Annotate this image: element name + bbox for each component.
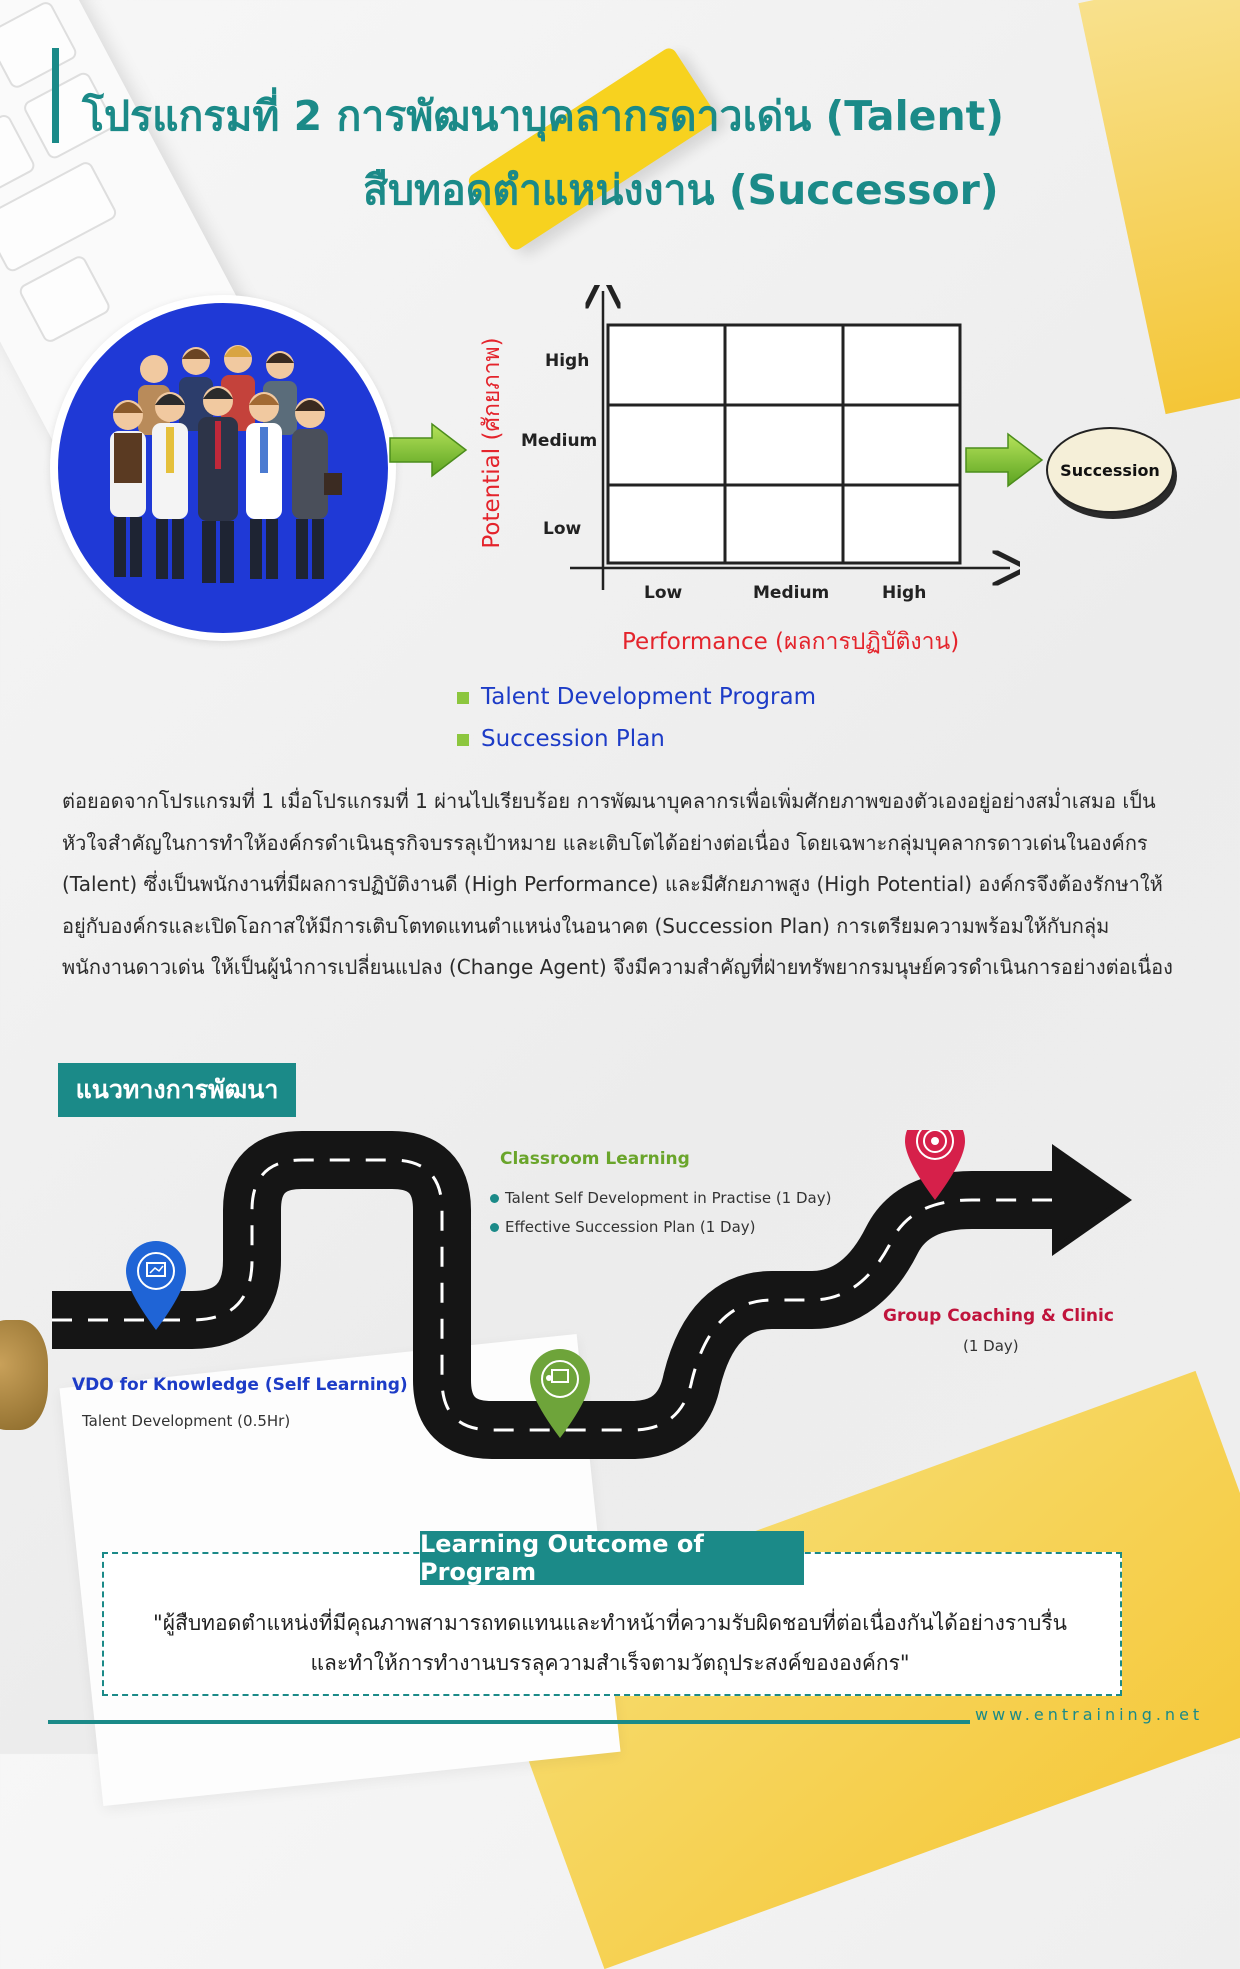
- outcome-quote-line2: และทำให้การทำงานบรรลุความสำเร็จตามวัตถุป…: [310, 1651, 910, 1675]
- green-arrow-icon-2: [965, 432, 1044, 488]
- footer-divider: [48, 1720, 970, 1724]
- program-item: Succession Plan: [457, 726, 665, 752]
- teacher-board-icon: [530, 1349, 590, 1438]
- footer-url[interactable]: www.entraining.net: [975, 1705, 1204, 1724]
- x-level-medium: Medium: [753, 583, 830, 603]
- x-axis-label: Performance (ผลการปฏิบัติงาน): [622, 629, 960, 655]
- outcome-heading: Learning Outcome of Program: [420, 1530, 804, 1586]
- x-level-low: Low: [644, 583, 683, 603]
- step3-title: Group Coaching & Clinic: [883, 1306, 1114, 1326]
- page-title-line2: สืบทอดตำแหน่งงาน (Successor): [363, 166, 999, 214]
- y-level-medium: Medium: [521, 431, 598, 451]
- presentation-icon: [126, 1241, 186, 1330]
- green-arrow-icon: [389, 422, 468, 478]
- step1-title: VDO for Knowledge (Self Learning): [72, 1375, 408, 1395]
- team-people-icon: [110, 345, 342, 583]
- step3-detail: (1 Day): [963, 1337, 1019, 1355]
- step1-detail: Talent Development (0.5Hr): [82, 1412, 291, 1430]
- page-title-line1: โปรแกรมที่ 2 การพัฒนาบุคลากรดาวเด่น (Tal…: [82, 92, 1004, 140]
- y-level-low: Low: [543, 519, 582, 539]
- step2-item: Talent Self Development in Practise (1 D…: [490, 1189, 831, 1207]
- yellow-paper-decor: [1078, 0, 1240, 415]
- step2-title: Classroom Learning: [500, 1149, 690, 1169]
- green-square-icon: [457, 691, 469, 704]
- y-level-high: High: [545, 351, 590, 371]
- target-icon: [905, 1130, 965, 1200]
- outcome-quote-line1: "ผู้สืบทอดตำแหน่งที่มีคุณภาพสามารถทดแทนแ…: [153, 1611, 1067, 1635]
- intro-paragraph: ต่อยอดจากโปรแกรมที่ 1 เมื่อโปรแกรมที่ 1 …: [62, 789, 1173, 979]
- development-road: [52, 1130, 1132, 1459]
- talent-matrix-grid: [570, 285, 1020, 590]
- guideline-heading: แนวทางการพัฒนา: [58, 1063, 296, 1117]
- x-level-high: High: [882, 583, 927, 603]
- plant-decor: [0, 1320, 48, 1430]
- green-square-icon: [457, 733, 469, 746]
- program-item: Talent Development Program: [457, 684, 816, 710]
- y-axis-label: Potential (ศักยภาพ): [479, 337, 505, 549]
- team-illustration: [50, 295, 396, 641]
- step2-item: Effective Succession Plan (1 Day): [490, 1218, 756, 1236]
- succession-bubble: Succession: [1046, 427, 1174, 513]
- title-accent-bar: [52, 48, 59, 143]
